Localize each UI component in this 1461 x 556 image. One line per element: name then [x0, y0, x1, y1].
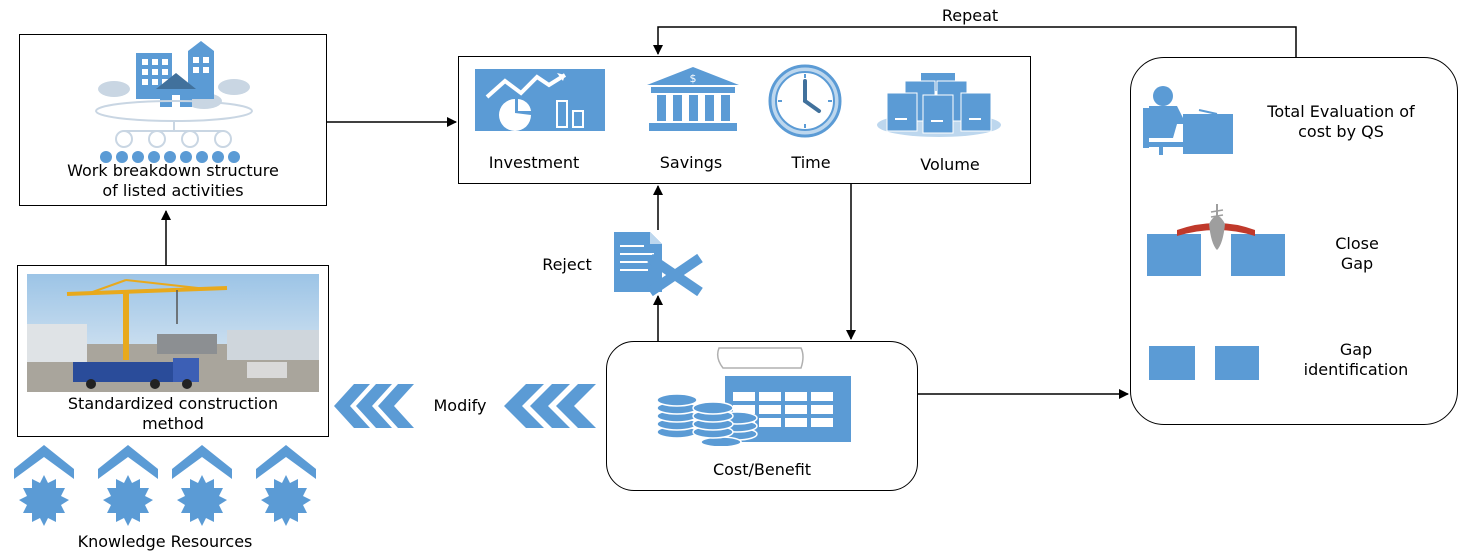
standardized-label: Standardized construction method [18, 394, 328, 434]
knowledge-resources-label: Knowledge Resources [77, 532, 253, 551]
time-label: Time [791, 153, 831, 172]
person-at-desk-icon [1143, 86, 1233, 155]
wbs-label-line2: of listed activities [102, 181, 244, 200]
qs-label-line1: Total Evaluation of [1267, 102, 1415, 121]
standardized-label-line2: method [142, 414, 204, 433]
investment-chart-icon [475, 69, 605, 131]
savings-bank-icon: $ [647, 67, 739, 131]
repeat-label: Repeat [941, 6, 999, 25]
modify-chevrons-left [334, 384, 414, 428]
wbs-city-icon [95, 41, 253, 163]
gap-identification-label: Gap identification [1271, 340, 1441, 380]
close-gap-label-line2: Gap [1340, 254, 1374, 273]
cost-benefit-label: Cost/Benefit [712, 460, 812, 479]
standardized-label-line1: Standardized construction [67, 394, 279, 413]
knowledge-icon-4 [256, 445, 316, 526]
gap-identification-icon [1149, 346, 1259, 380]
wbs-label: Work breakdown structure of listed activ… [20, 161, 326, 201]
knowledge-icon-1 [14, 445, 74, 526]
investment-label: Investment [488, 153, 580, 172]
close-gap-label-line1: Close [1335, 234, 1379, 253]
qs-gap-panel: Total Evaluation of cost by QS Close Gap… [1130, 57, 1458, 425]
close-gap-label: Close Gap [1307, 234, 1407, 274]
qs-label-line2: cost by QS [1298, 122, 1384, 141]
metrics-box: $ Investment Savings Time Volume [458, 56, 1031, 184]
cost-benefit-box: Cost/Benefit [606, 341, 918, 491]
reject-label: Reject [542, 255, 592, 274]
close-gap-icon [1147, 204, 1285, 276]
volume-label: Volume [920, 155, 980, 174]
standardized-box: Standardized construction method [17, 265, 329, 437]
knowledge-icon-3 [172, 445, 232, 526]
svg-text:$: $ [690, 72, 697, 85]
arrow-repeat-loop [653, 26, 1297, 57]
construction-site-image [27, 274, 319, 392]
reject-document-icon [614, 232, 703, 296]
wbs-label-line1: Work breakdown structure [67, 161, 279, 180]
volume-servers-icon [877, 73, 1001, 137]
modify-label: Modify [433, 396, 487, 415]
knowledge-resources-icons [14, 445, 316, 526]
savings-label: Savings [659, 153, 723, 172]
qs-label: Total Evaluation of cost by QS [1239, 102, 1443, 142]
gap-identification-label-line2: identification [1303, 360, 1409, 379]
cost-benefit-icon [656, 347, 851, 446]
knowledge-icon-2 [98, 445, 158, 526]
modify-chevrons-right [504, 384, 596, 428]
time-clock-icon [768, 64, 842, 138]
gap-identification-label-line1: Gap [1339, 340, 1373, 359]
wbs-box: Work breakdown structure of listed activ… [19, 34, 327, 206]
